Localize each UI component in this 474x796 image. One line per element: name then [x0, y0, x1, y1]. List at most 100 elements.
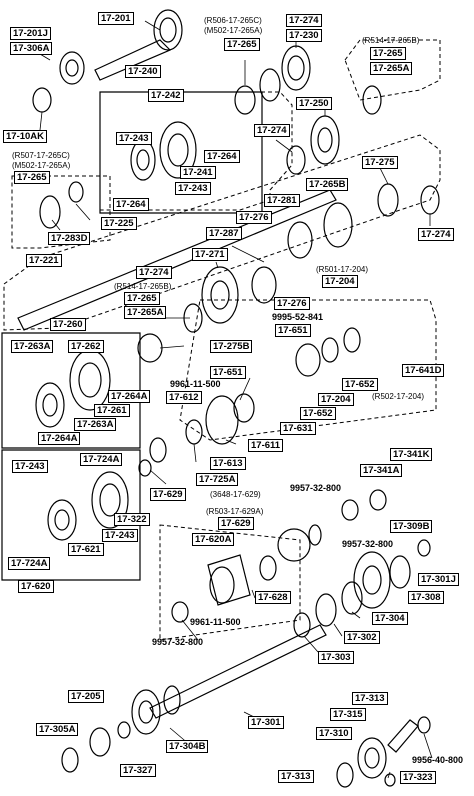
part-label-17-652-a: 17-652 — [342, 378, 378, 391]
ref-r514a: (R514-17-265B) — [362, 36, 420, 45]
part-label-17-303: 17-303 — [318, 651, 354, 664]
part-label-17-651-b: 17-651 — [210, 366, 246, 379]
ref-m502: (M502-17-265A) — [204, 26, 263, 35]
ref-r503: (R503-17-629A) — [206, 507, 264, 516]
part-label-17-262: 17-262 — [68, 340, 104, 353]
part-label-17-225: 17-225 — [101, 217, 137, 230]
gear-set-top-right — [234, 45, 440, 259]
part-label-17-275B: 17-275B — [210, 340, 253, 353]
part-number-9957-32-800-c: 9957-32-800 — [152, 637, 204, 647]
part-label-17-611: 17-611 — [248, 439, 284, 452]
part-label-17-271: 17-271 — [192, 248, 228, 261]
part-label-17-283D: 17-283D — [48, 232, 91, 245]
part-number-9957-32-800-a: 9957-32-800 — [290, 483, 342, 493]
ref-r502: (R502-17-204) — [372, 392, 425, 401]
part-label-17-276-b: 17-276 — [274, 297, 310, 310]
countershaft-17-301 — [61, 551, 411, 773]
part-number-9957-32-800-b: 9957-32-800 — [342, 539, 394, 549]
part-label-17-724A-a: 17-724A — [80, 453, 123, 466]
part-label-17-341K: 17-341K — [390, 448, 433, 461]
part-label-17-263A-a: 17-263A — [11, 340, 54, 353]
part-label-17-274-c: 17-274 — [418, 228, 454, 241]
part-label-17-313-b: 17-313 — [278, 770, 314, 783]
part-label-17-306A: 17-306A — [10, 42, 53, 55]
part-label-17-240: 17-240 — [125, 65, 161, 78]
part-label-17-629-b: 17-629 — [218, 517, 254, 530]
reverse-idler — [336, 716, 431, 788]
part-label-17-250: 17-250 — [296, 97, 332, 110]
part-label-17-287: 17-287 — [206, 227, 242, 240]
part-label-17-322: 17-322 — [114, 513, 150, 526]
part-label-17-631: 17-631 — [280, 422, 316, 435]
part-label-17-265-b: 17-265 — [14, 171, 50, 184]
part-label-17-274-b: 17-274 — [254, 124, 290, 137]
part-label-17-304: 17-304 — [372, 612, 408, 625]
part-label-17-265-a: 17-265 — [224, 38, 260, 51]
part-label-17-243-d: 17-243 — [102, 529, 138, 542]
part-label-17-243-b: 17-243 — [175, 182, 211, 195]
part-label-17-204-a: 17-204 — [322, 275, 358, 288]
part-label-17-309B: 17-309B — [390, 520, 433, 533]
part-label-17-301J: 17-301J — [418, 573, 459, 586]
part-label-17-310: 17-310 — [316, 727, 352, 740]
gear-set-middle — [137, 266, 361, 445]
part-label-17-327: 17-327 — [120, 764, 156, 777]
part-label-17-304B: 17-304B — [166, 740, 209, 753]
part-label-17-201: 17-201 — [98, 12, 134, 25]
part-label-17-313-a: 17-313 — [352, 692, 388, 705]
part-label-17-261: 17-261 — [94, 404, 130, 417]
part-label-17-725A: 17-725A — [196, 473, 239, 486]
part-label-17-613: 17-613 — [210, 457, 246, 470]
part-label-17-264A-a: 17-264A — [108, 390, 151, 403]
part-label-17-221: 17-221 — [26, 254, 62, 267]
part-label-17-230: 17-230 — [286, 29, 322, 42]
part-label-17-242: 17-242 — [148, 89, 184, 102]
ref-m502b: (M502-17-265A) — [12, 161, 71, 170]
part-label-17-205: 17-205 — [68, 690, 104, 703]
part-label-17-274-a: 17-274 — [286, 14, 322, 27]
part-number-9995-52-841: 9995-52-841 — [272, 312, 324, 322]
part-number-9956-40-800: 9956-40-800 — [412, 755, 464, 765]
part-label-17-265A-a: 17-265A — [370, 62, 413, 75]
part-label-17-302: 17-302 — [344, 631, 380, 644]
part-label-17-652-b: 17-652 — [300, 407, 336, 420]
part-label-17-243-a: 17-243 — [116, 132, 152, 145]
part-label-17-281: 17-281 — [264, 194, 300, 207]
synchro-assembly-17-724A — [47, 471, 129, 541]
part-label-17-274-d: 17-274 — [136, 266, 172, 279]
ref-r501: (R501-17-204) — [316, 265, 369, 274]
part-label-17-620A: 17-620A — [192, 533, 235, 546]
part-label-17-264-a: 17-264 — [204, 150, 240, 163]
ref-r514b: (R514-17-265B) — [114, 282, 172, 291]
part-label-17-629-a: 17-629 — [150, 488, 186, 501]
ref-r506: (R506-17-265C) — [204, 16, 262, 25]
part-label-17-323: 17-323 — [400, 771, 436, 784]
part-number-9961-11-500-b: 9961-11-500 — [190, 617, 241, 627]
part-label-17-275: 17-275 — [362, 156, 398, 169]
part-label-17-651-a: 17-651 — [275, 324, 311, 337]
part-label-17-204-b: 17-204 — [318, 393, 354, 406]
part-label-17-265A-b: 17-265A — [124, 306, 167, 319]
part-label-17-241: 17-241 — [180, 166, 216, 179]
part-label-17-10AK: 17-10AK — [3, 130, 48, 143]
part-label-17-305A: 17-305A — [36, 723, 79, 736]
part-label-17-621: 17-621 — [68, 543, 104, 556]
part-number-9961-11-500-a: 9961-11-500 — [170, 379, 221, 389]
part-label-17-301: 17-301 — [248, 716, 284, 729]
part-label-17-264-b: 17-264 — [113, 198, 149, 211]
part-label-17-308: 17-308 — [408, 591, 444, 604]
part-label-17-265-c: 17-265 — [124, 292, 160, 305]
part-label-17-724A-b: 17-724A — [8, 557, 51, 570]
ref-r507: (R507-17-265C) — [12, 151, 70, 160]
part-label-17-628: 17-628 — [255, 591, 291, 604]
part-label-17-260: 17-260 — [50, 318, 86, 331]
part-label-17-620: 17-620 — [18, 580, 54, 593]
part-label-17-612: 17-612 — [166, 391, 202, 404]
part-label-17-201J: 17-201J — [10, 27, 51, 40]
part-label-17-641D: 17-641D — [402, 364, 445, 377]
part-label-17-276-a: 17-276 — [236, 211, 272, 224]
part-label-17-243-c: 17-243 — [12, 460, 48, 473]
part-label-17-265-b-top: 17-265 — [370, 47, 406, 60]
